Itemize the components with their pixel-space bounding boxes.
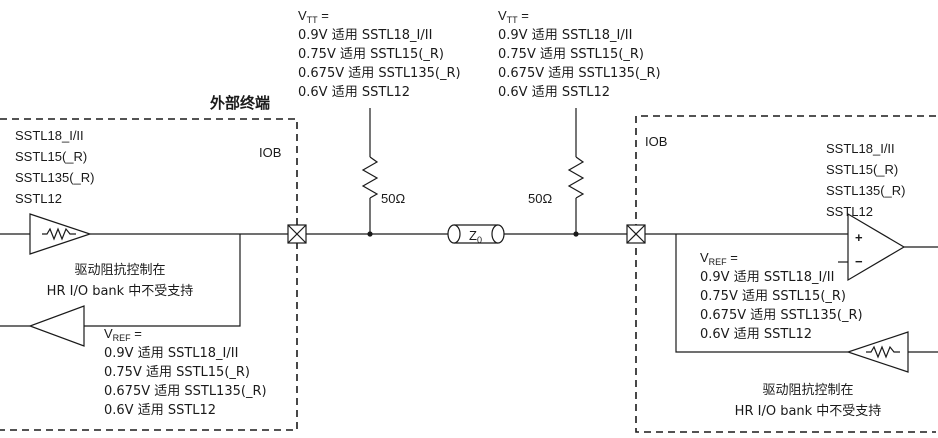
right-vref-line: 0.675V 适用 SSTL135(_R) bbox=[700, 308, 863, 323]
left-driver-standard: SSTL135(_R) bbox=[15, 170, 94, 185]
left-driver-note: HR I/O bank 中不受支持 bbox=[47, 284, 194, 299]
left-vtt-line: 0.675V 适用 SSTL135(_R) bbox=[298, 66, 461, 81]
left-driver-note: 驱动阻抗控制在 bbox=[74, 263, 165, 278]
right-receiver-standard: SSTL15(_R) bbox=[826, 162, 898, 177]
external-termination-heading: 外部终端 bbox=[209, 94, 270, 112]
right-driver-buffer-icon bbox=[846, 331, 909, 373]
left-iob-boundary bbox=[0, 118, 298, 431]
right-receiver-standard: SSTL12 bbox=[826, 204, 873, 219]
right-vtt-line: 0.75V 适用 SSTL15(_R) bbox=[498, 47, 644, 62]
right-driver-note: HR I/O bank 中不受支持 bbox=[735, 404, 882, 419]
left-vtt-line: 0.9V 适用 SSTL18_I/II bbox=[298, 28, 432, 43]
left-receiver-buffer-icon bbox=[28, 305, 85, 347]
left-pad-icon bbox=[287, 224, 307, 244]
right-resistor-label: 50Ω bbox=[528, 191, 552, 206]
left-driver-buffer-icon bbox=[29, 213, 92, 255]
right-pad-icon bbox=[626, 224, 646, 244]
left-vref-line: 0.675V 适用 SSTL135(_R) bbox=[104, 384, 267, 399]
left-resistor-label: 50Ω bbox=[381, 191, 405, 206]
left-iob-label: IOB bbox=[259, 145, 281, 160]
comparator-minus-sign: − bbox=[855, 254, 863, 269]
left-driver-standard: SSTL12 bbox=[15, 191, 62, 206]
left-vref-heading: VREF = bbox=[104, 326, 142, 343]
right-vref-heading: VREF = bbox=[700, 250, 738, 267]
left-resistor bbox=[361, 156, 379, 199]
right-vtt-line: 0.9V 适用 SSTL18_I/II bbox=[498, 28, 632, 43]
right-comparator-icon bbox=[847, 212, 906, 282]
right-vref-line: 0.9V 适用 SSTL18_I/II bbox=[700, 270, 834, 285]
right-vref-line: 0.6V 适用 SSTL12 bbox=[700, 327, 812, 342]
left-driver-standard: SSTL18_I/II bbox=[15, 128, 84, 143]
right-vtt-line: 0.6V 适用 SSTL12 bbox=[498, 85, 610, 100]
right-vtt-line: 0.675V 适用 SSTL135(_R) bbox=[498, 66, 661, 81]
right-driver-branch-wire bbox=[675, 234, 848, 353]
left-vtt-line: 0.75V 适用 SSTL15(_R) bbox=[298, 47, 444, 62]
right-iob-label: IOB bbox=[645, 134, 667, 149]
right-vtt-heading: VTT = bbox=[498, 8, 529, 25]
left-junction-dot bbox=[367, 231, 373, 237]
transmission-line-label: Z0 bbox=[469, 228, 482, 245]
left-vtt-heading: VTT = bbox=[298, 8, 329, 25]
right-resistor bbox=[567, 156, 585, 199]
left-driver-standard: SSTL15(_R) bbox=[15, 149, 87, 164]
comparator-plus-sign: + bbox=[855, 230, 863, 245]
right-vref-line: 0.75V 适用 SSTL15(_R) bbox=[700, 289, 846, 304]
right-iob-boundary bbox=[635, 115, 936, 433]
right-receiver-standard: SSTL18_I/II bbox=[826, 141, 895, 156]
left-vref-line: 0.6V 适用 SSTL12 bbox=[104, 403, 216, 418]
left-vref-line: 0.75V 适用 SSTL15(_R) bbox=[104, 365, 250, 380]
left-vtt-line: 0.6V 适用 SSTL12 bbox=[298, 85, 410, 100]
right-junction-dot bbox=[573, 231, 579, 237]
right-driver-note: 驱动阻抗控制在 bbox=[762, 383, 853, 398]
transmission-line-icon bbox=[447, 224, 505, 244]
left-vref-line: 0.9V 适用 SSTL18_I/II bbox=[104, 346, 238, 361]
left-receiver-feedback-wire bbox=[84, 234, 241, 327]
right-receiver-standard: SSTL135(_R) bbox=[826, 183, 905, 198]
